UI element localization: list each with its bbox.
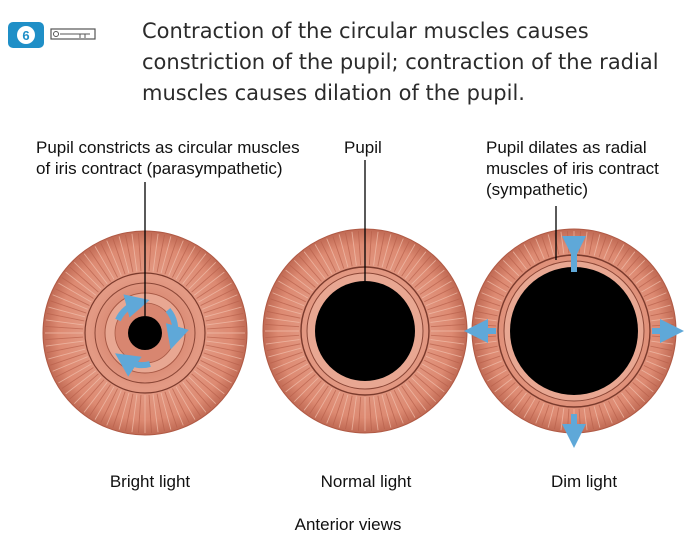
- pupil-dilated: [510, 267, 638, 395]
- iris-bright-light: [43, 182, 247, 435]
- pupil-constricted: [128, 316, 162, 350]
- iris-dim-light: [472, 206, 676, 436]
- caption-bright-light: Bright light: [60, 472, 240, 492]
- caption-normal-light: Normal light: [276, 472, 456, 492]
- caption-dim-light: Dim light: [494, 472, 674, 492]
- iris-normal-light: [263, 160, 467, 433]
- caption-anterior-views: Anterior views: [248, 515, 448, 535]
